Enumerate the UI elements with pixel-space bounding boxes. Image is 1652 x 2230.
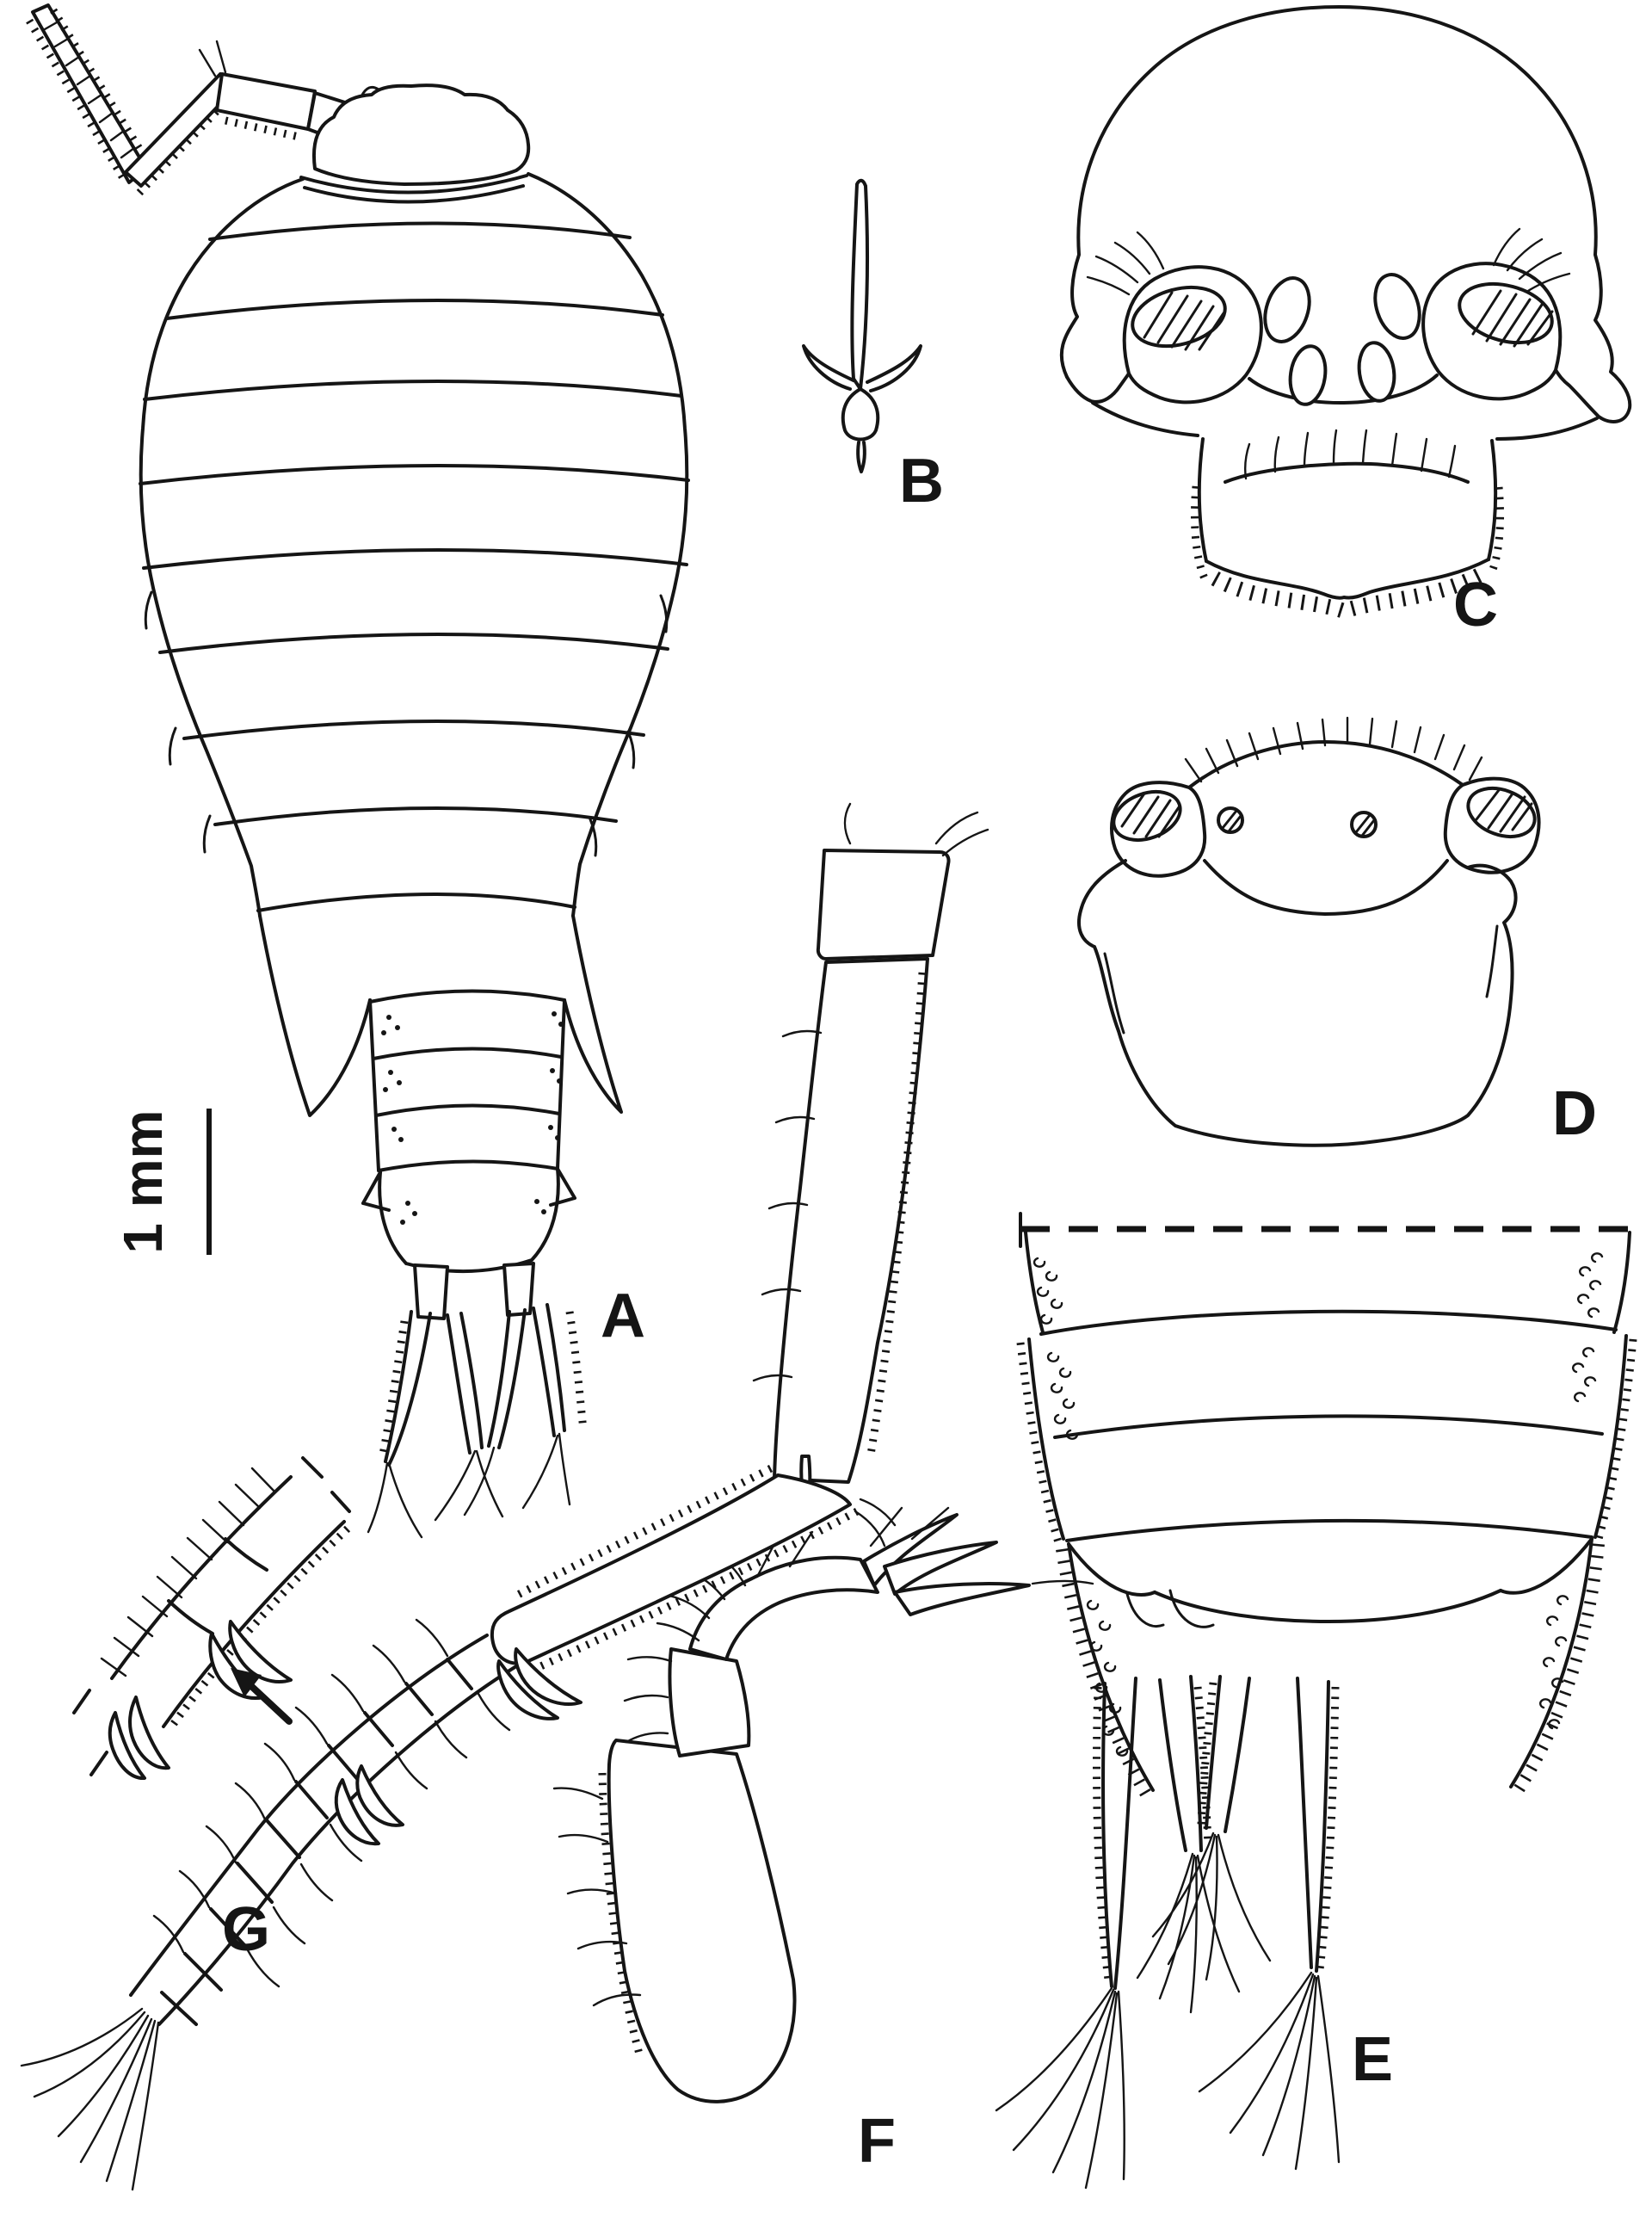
panel-d-cephalon-dorsal: D: [1077, 716, 1597, 1148]
left-stalked-eye-icon: [1110, 781, 1207, 878]
left-eye-icon: [1086, 231, 1263, 405]
pleon-dot-ornament: [381, 1011, 564, 1225]
panel-c-cephalon-frontal: C: [1059, 5, 1632, 639]
inset-arrow-icon: [231, 1668, 293, 1725]
right-eye-icon: [1421, 227, 1571, 401]
panel-b-seta: B: [802, 178, 944, 516]
panel-g-antenna: G: [20, 802, 989, 2191]
right-stalked-eye-icon: [1443, 776, 1541, 874]
panel-label-e: E: [1352, 2025, 1393, 2094]
panel-label-a: A: [601, 1282, 645, 1350]
panel-a-habitus-dorsal: A: [26, 3, 690, 1539]
panel-label-f: F: [858, 2107, 896, 2176]
panel-label-c: C: [1453, 571, 1498, 639]
panel-label-g: G: [222, 1895, 270, 1964]
ocellus-right-icon: [1350, 811, 1378, 838]
panel-e-pleotelson-uropods: E: [995, 1212, 1637, 2190]
panel-f-antennule: F: [552, 1506, 1094, 2176]
flagellum-inset-enlargement: [72, 1456, 351, 1780]
ocellus-left-icon: [1217, 806, 1244, 834]
scale-bar: 1 mm: [112, 1109, 212, 1255]
panel-label-b: B: [899, 447, 944, 516]
scale-bar-label: 1 mm: [112, 1109, 174, 1253]
panel-label-d: D: [1552, 1079, 1597, 1148]
